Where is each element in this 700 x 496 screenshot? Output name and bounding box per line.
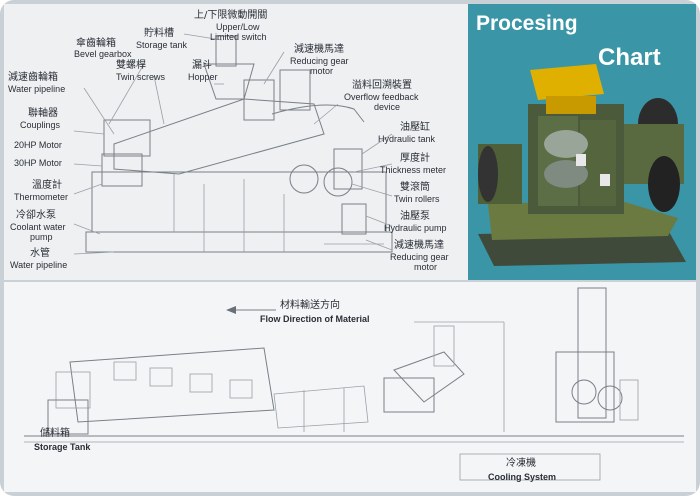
label-twinroll-en: Twin rollers xyxy=(394,194,440,204)
label-bevel-en: Bevel gearbox xyxy=(74,49,132,59)
label-motor-30hp: 30HP Motor xyxy=(14,158,62,168)
label-hopper-en: Hopper xyxy=(188,72,218,82)
flow-direction: 材料輸送方向 Flow Direction of Material xyxy=(226,298,370,324)
label-gearmotor1-en1: Reducing gear xyxy=(290,56,349,66)
cooling-system-label-zh: 冷凍機 xyxy=(506,456,536,469)
label-gearmotor2-zh: 減速機馬達 xyxy=(394,238,444,251)
top-labels: 傘齒輪箱 Bevel gearbox 貯料槽 Storage tank 上/下限… xyxy=(8,8,449,272)
photo-title-line1: Procesing xyxy=(476,12,578,35)
machine-drawing xyxy=(73,33,393,255)
machine-section-diagram: 傘齒輪箱 Bevel gearbox 貯料槽 Storage tank 上/下限… xyxy=(4,4,468,280)
label-water-en: Water pipeline xyxy=(10,260,67,270)
production-line-diagram: 材料輸送方向 Flow Direction of Material xyxy=(4,282,696,492)
label-reduce1-en: Water pipeline xyxy=(8,84,65,94)
label-hopper-zh: 漏斗 xyxy=(192,59,212,71)
label-coupling-zh: 聯軸器 xyxy=(28,106,58,119)
label-limit-zh: 上/下限微動開關 xyxy=(194,8,267,21)
flow-label-en: Flow Direction of Material xyxy=(260,314,370,324)
label-water-zh: 水管 xyxy=(30,246,50,259)
label-twin-screw-en: Twin screws xyxy=(116,72,166,82)
machine-photo: Procesing Chart xyxy=(468,4,696,280)
label-overflow-en1: Overflow feedback xyxy=(344,92,419,102)
machine-photo-illustration xyxy=(468,4,696,280)
storage-tank-label-en: Storage Tank xyxy=(34,442,91,452)
label-coupling-en: Couplings xyxy=(20,120,61,130)
label-hydtank-en: Hydraulic tank xyxy=(378,134,436,144)
flow-arrow-icon xyxy=(226,306,236,314)
label-hydtank-zh: 油壓缸 xyxy=(400,120,430,133)
photo-title-line2: Chart xyxy=(598,44,661,71)
label-thickmeter-en: Thickness meter xyxy=(380,165,446,175)
label-gearmotor2-en2: motor xyxy=(414,262,437,272)
label-bevel-zh: 傘齒輪箱 xyxy=(76,36,116,49)
label-twin-screw-zh: 雙螺桿 xyxy=(116,58,146,71)
label-twinroll-zh: 雙滾筒 xyxy=(400,180,430,193)
label-storage-en: Storage tank xyxy=(136,40,188,50)
label-overflow-en2: device xyxy=(374,102,400,112)
line-equipment xyxy=(24,287,684,481)
label-gearmotor1-zh: 減速機馬達 xyxy=(294,42,344,55)
label-overflow-zh: 溢料回溯裝置 xyxy=(352,78,412,91)
label-gearmotor1-en2: motor xyxy=(310,66,333,76)
label-thermo-zh: 溫度計 xyxy=(32,178,62,191)
label-coolant-en1: Coolant water xyxy=(10,222,66,232)
storage-tank-label-zh: 儲料箱 xyxy=(40,426,70,439)
label-gearmotor2-en1: Reducing gear xyxy=(390,252,449,262)
label-hydpump-en: Hydraulic pump xyxy=(384,223,447,233)
label-coolant-en2: pump xyxy=(30,232,53,242)
label-thickmeter-zh: 厚度計 xyxy=(400,151,430,164)
label-coolant-zh: 冷卻水泵 xyxy=(16,208,56,221)
label-thermo-en: Thermometer xyxy=(14,192,68,202)
label-limit-en2: Limited switch xyxy=(210,32,267,42)
label-storage-zh: 貯料槽 xyxy=(144,26,174,39)
label-limit-en1: Upper/Low xyxy=(216,22,260,32)
cooling-system-label-en: Cooling System xyxy=(488,472,556,482)
label-reduce1-zh: 減速齒輪箱 xyxy=(8,70,58,83)
label-hydpump-zh: 油壓泵 xyxy=(400,209,430,222)
label-motor-20hp: 20HP Motor xyxy=(14,140,62,150)
flow-label-zh: 材料輸送方向 xyxy=(280,298,340,311)
